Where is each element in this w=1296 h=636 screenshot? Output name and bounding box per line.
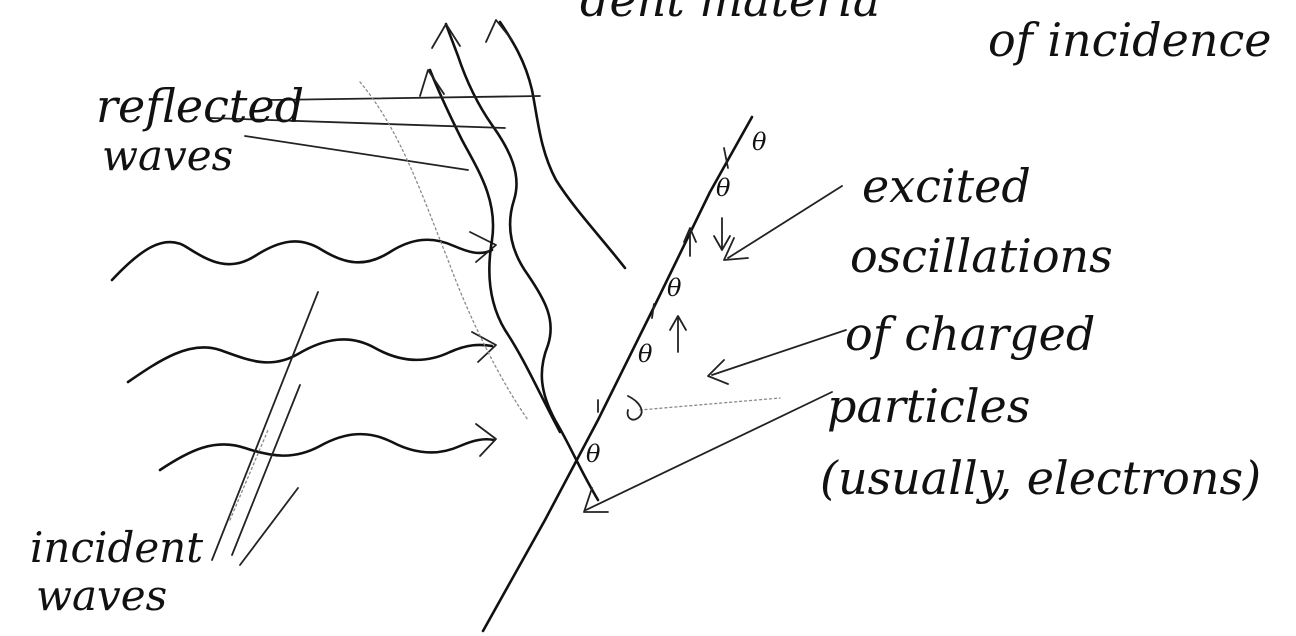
- oscillation-arrow-5: [652, 304, 654, 318]
- top-label-line1: dent materia: [580, 0, 880, 27]
- material-interface-line: [483, 117, 752, 631]
- incident-pointer-1: [212, 292, 318, 560]
- charge-symbol-3: θ: [667, 274, 682, 302]
- incident-pointer-3: [240, 488, 298, 565]
- charge-symbol-2: θ: [716, 174, 731, 202]
- excited-label-line5: (usually, electrons): [820, 451, 1261, 505]
- reflected-wave-1: [430, 70, 560, 432]
- excited-label-line4: particles: [827, 379, 1030, 433]
- excited-pointer-middle: [712, 330, 846, 375]
- faint-guide-1: [360, 82, 528, 420]
- excited-pointer-bottom: [586, 392, 832, 510]
- excited-pointer-middle-arrowhead: [708, 360, 728, 384]
- charge-symbol-1: θ: [752, 128, 767, 156]
- charge-symbol-5: θ: [586, 440, 601, 468]
- incident-label-line2: waves: [36, 571, 167, 620]
- reflected-wave-2-arrowhead: [486, 20, 512, 42]
- reflected-label-line1: reflected: [96, 79, 304, 133]
- faint-guide-3: [230, 430, 268, 520]
- excited-label-line1: excited: [862, 159, 1031, 213]
- excited-label-line2: oscillations: [850, 229, 1113, 283]
- reflected-label-line2: waves: [102, 131, 233, 180]
- incident-label-line1: incident: [30, 523, 203, 572]
- incident-wave-2: [128, 339, 492, 382]
- reflected-wave-2: [500, 22, 625, 268]
- top-label-line2: of incidence: [988, 13, 1271, 67]
- reflected-pointer-3: [245, 136, 468, 170]
- charge-symbol-4: θ: [638, 340, 653, 368]
- incident-wave-1: [112, 240, 492, 280]
- excited-label-line3: of charged: [845, 307, 1095, 361]
- oscillation-arrow-6: [628, 396, 642, 420]
- faint-guide-2: [640, 398, 780, 410]
- incident-wave-3: [160, 434, 494, 470]
- reflected-pointer-1: [270, 96, 540, 100]
- excited-pointer-top: [728, 186, 842, 258]
